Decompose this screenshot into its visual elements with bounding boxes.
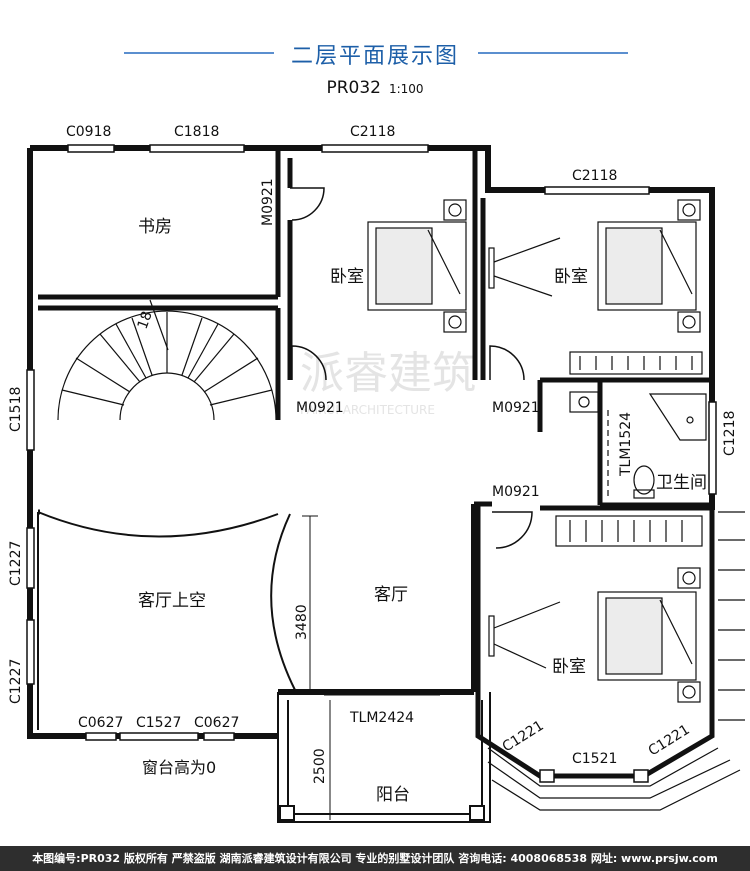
plan-scale: 1:100 bbox=[388, 82, 424, 96]
room-label-living: 客厅 bbox=[374, 585, 408, 605]
door-label-m0921-b: M0921 bbox=[492, 400, 540, 416]
window-label-c2118-right: C2118 bbox=[572, 168, 617, 184]
door-swings bbox=[290, 187, 533, 549]
door-label-m0921-study: M0921 bbox=[260, 178, 276, 226]
room-label-bedroom-3: 卧室 bbox=[552, 657, 586, 677]
dimension-balcony-depth: 2500 bbox=[312, 748, 328, 784]
bed-icon bbox=[597, 567, 701, 703]
balcony-walls bbox=[277, 692, 491, 823]
window-label-c0627-a: C0627 bbox=[78, 715, 123, 731]
door-label-m0921-a: M0921 bbox=[296, 400, 344, 416]
title-line-right bbox=[478, 52, 628, 54]
void-boundary bbox=[37, 511, 296, 730]
window-label-c2118-top: C2118 bbox=[350, 124, 395, 140]
door-label-tlm1524: TLM1524 bbox=[618, 412, 634, 477]
room-label-study: 书房 bbox=[138, 217, 172, 237]
page-title: 二层平面展示图 bbox=[290, 44, 459, 69]
sliding-door-tlm2424 bbox=[324, 689, 440, 696]
wardrobe bbox=[555, 351, 703, 547]
stair-number: 18 bbox=[135, 309, 156, 331]
plan-code: PR032 1:100 bbox=[0, 78, 750, 98]
room-label-bathroom: 卫生间 bbox=[656, 473, 707, 493]
window-sill-note: 窗台高为0 bbox=[142, 758, 216, 777]
window-label-c1221-a: C1221 bbox=[500, 718, 547, 756]
room-label-bedroom-2: 卧室 bbox=[554, 267, 588, 287]
window-frames bbox=[26, 144, 717, 741]
window-label-c1527: C1527 bbox=[136, 715, 181, 731]
room-label-bedroom-1: 卧室 bbox=[330, 267, 364, 287]
spiral-stair bbox=[57, 299, 277, 421]
dimension-living-depth: 3480 bbox=[294, 604, 310, 640]
window-label-c1818: C1818 bbox=[174, 124, 219, 140]
window-label-c1521: C1521 bbox=[572, 751, 617, 767]
bay-window bbox=[475, 505, 715, 779]
dimension-lines bbox=[302, 515, 331, 820]
bed-icon bbox=[367, 199, 467, 333]
interior-walls bbox=[27, 150, 712, 515]
window-label-c0918: C0918 bbox=[66, 124, 111, 140]
title-line-left bbox=[124, 52, 274, 54]
room-label-balcony: 阳台 bbox=[376, 785, 410, 805]
floor-plan: 派睿建筑 PAIRUI ARCHITECTURE bbox=[8, 124, 745, 823]
bed-icon bbox=[597, 199, 701, 333]
door-label-m0921-c: M0921 bbox=[492, 484, 540, 500]
plan-code-number: PR032 bbox=[326, 78, 381, 98]
window-label-c1227-b: C1227 bbox=[8, 659, 24, 704]
footer-bar: 本图编号:PR032 版权所有 严禁盗版 湖南派睿建筑设计有限公司 专业的别墅设… bbox=[0, 846, 750, 871]
window-label-c1518: C1518 bbox=[8, 387, 24, 432]
window-label-c0627-b: C0627 bbox=[194, 715, 239, 731]
door-label-tlm2424: TLM2424 bbox=[349, 710, 414, 726]
watermark: 派睿建筑 bbox=[300, 348, 476, 399]
tv-icon bbox=[488, 237, 561, 669]
roof-tiles bbox=[487, 511, 745, 811]
watermark-sub: PAIRUI ARCHITECTURE bbox=[300, 403, 435, 417]
bathroom-fixtures bbox=[569, 391, 707, 500]
window-label-c1227-a: C1227 bbox=[8, 541, 24, 586]
window-label-c1218: C1218 bbox=[722, 411, 738, 456]
room-label-void: 客厅上空 bbox=[138, 591, 206, 611]
